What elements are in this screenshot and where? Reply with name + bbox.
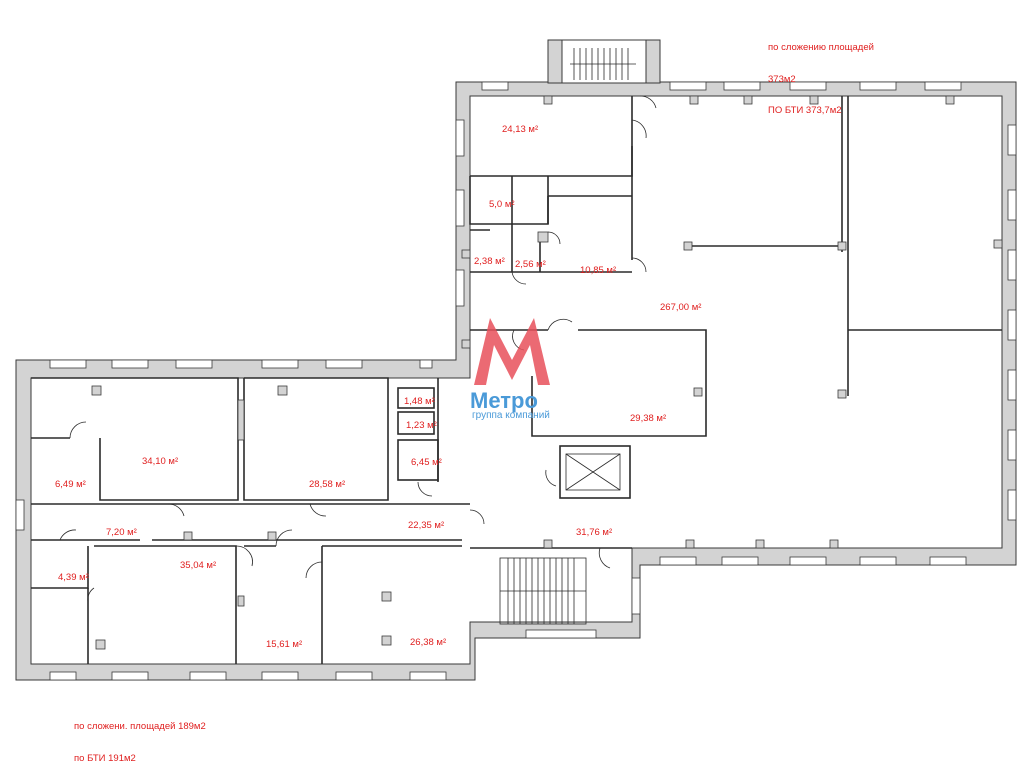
room-area-label: 31,76 м² (576, 527, 612, 538)
note-line: 373м2 (768, 73, 796, 85)
note-line: по сложению площадей (768, 42, 874, 53)
note-line: ПО БТИ 373,7м2 (768, 105, 842, 116)
room-area-label: 34,10 м² (142, 456, 178, 467)
columns-left (91, 385, 392, 650)
room-area-label: 26,38 м² (410, 637, 446, 648)
room-area-label: 5,0 м² (489, 199, 515, 210)
columns (461, 95, 1003, 549)
room-labels: 24,13 м² 5,0 м² 2,38 м² 2,56 м² 10,85 м²… (55, 124, 701, 650)
room-area-label: 7,20 м² (106, 527, 137, 538)
top-stairs (570, 48, 636, 80)
door-swings (59, 95, 657, 603)
metro-m-logo-icon (474, 318, 550, 385)
room-area-label: 24,13 м² (502, 124, 538, 135)
logo-subtitle: группа компаний (472, 410, 550, 421)
top-stair-block (547, 39, 661, 84)
room-area-label: 28,58 м² (309, 479, 345, 490)
logo-word: Метро (470, 388, 538, 413)
room-area-label: 4,39 м² (58, 572, 89, 583)
room-area-label: 1,48 м² (404, 396, 435, 407)
room-area-label: 35,04 м² (180, 560, 216, 571)
room-area-label: 2,38 м² (474, 256, 505, 267)
interior-walls-right (469, 96, 1002, 549)
note-top-right: по сложению площадей 373м2 ПО БТИ 373,7м… (768, 22, 874, 127)
room-area-label: 15,61 м² (266, 639, 302, 650)
room-area-label: 10,85 м² (580, 265, 616, 276)
thin-walls (565, 453, 621, 491)
interior-walls-left (31, 377, 470, 664)
note-line: по сложени. площадей 189м2 (74, 721, 206, 732)
room-area-label: 2,56 м² (515, 259, 546, 270)
room-area-label: 29,38 м² (630, 413, 666, 424)
room-area-label: 22,35 м² (408, 520, 444, 531)
room-area-label: 6,49 м² (55, 479, 86, 490)
floor-plan: Метро группа компаний 24,13 м² 5,0 м² 2,… (15, 39, 1017, 681)
room-area-label: 267,00 м² (660, 302, 701, 313)
outer-walls (15, 81, 1017, 681)
note-line: по БТИ 191м2 (74, 752, 136, 764)
bottom-stairs (499, 557, 587, 625)
windows (15, 81, 1017, 681)
room-area-label: 1,23 м² (406, 420, 437, 431)
room-area-label: 6,45 м² (411, 457, 442, 468)
